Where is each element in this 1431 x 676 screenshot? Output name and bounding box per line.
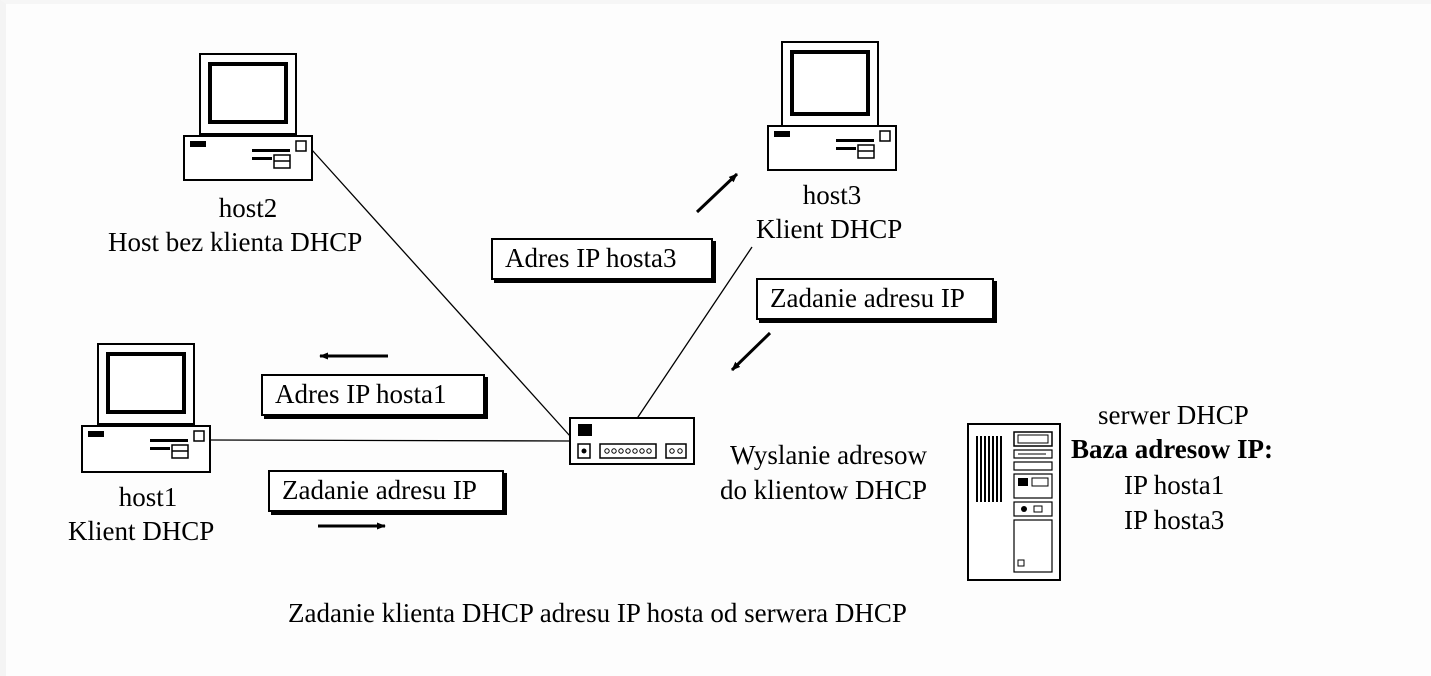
host3-name: host3 xyxy=(802,180,862,210)
host2-role: Host bez klienta DHCP xyxy=(108,227,363,257)
server-db-entry: IP hosta3 xyxy=(1124,505,1225,535)
server-db-entry: IP hosta1 xyxy=(1124,470,1225,500)
host1-role: Klient DHCP xyxy=(68,516,215,546)
host2-name: host2 xyxy=(218,193,278,223)
host1-computer-icon xyxy=(81,343,211,473)
switch-icon xyxy=(569,417,695,465)
host2-computer-icon xyxy=(183,53,313,181)
message-box-to-host1: Adres IP hosta1 xyxy=(261,374,485,416)
host1-name: host1 xyxy=(118,482,178,512)
message-box-from-host3: Zadanie adresu IP xyxy=(756,278,994,320)
dhcp-server-icon xyxy=(967,423,1061,581)
switch-label-line1: Wyslanie adresow xyxy=(730,440,928,470)
host3-computer-icon xyxy=(767,41,897,171)
server-name: serwer DHCP xyxy=(1098,400,1249,430)
message-box-from-host1: Zadanie adresu IP xyxy=(268,470,504,512)
arrow-to-host3 xyxy=(695,172,739,214)
link-host2-switch xyxy=(311,149,571,437)
link-host3-switch xyxy=(635,246,753,421)
arrow-from-host3 xyxy=(730,331,772,372)
switch-label-line2: do klientow DHCP xyxy=(720,475,928,505)
link-host1-switch xyxy=(209,439,571,442)
host3-role: Klient DHCP xyxy=(756,214,903,244)
diagram-caption: Zadanie klienta DHCP adresu IP hosta od … xyxy=(288,598,907,628)
server-db-title: Baza adresow IP: xyxy=(1071,434,1273,464)
message-box-to-host3: Adres IP hosta3 xyxy=(491,238,713,280)
